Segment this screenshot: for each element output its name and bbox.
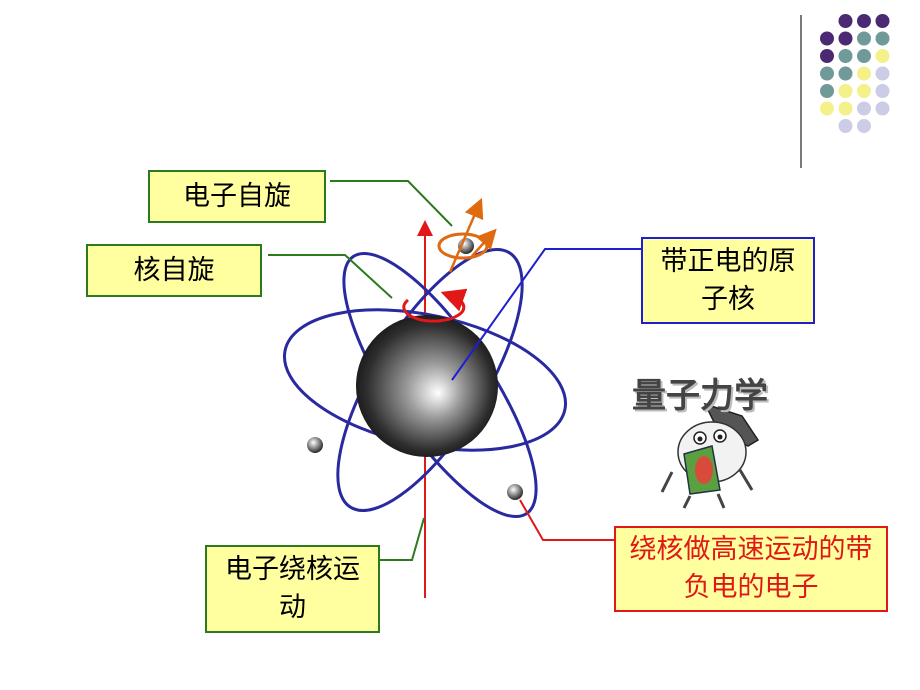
decorative-dot	[875, 31, 890, 46]
decorative-dot	[820, 84, 834, 98]
decorative-dot	[820, 49, 834, 63]
decorative-dot	[857, 31, 871, 46]
decorative-dot	[875, 84, 890, 98]
decorative-dot	[857, 101, 871, 116]
leader-nuclear-spin	[268, 254, 393, 299]
decorative-dot	[820, 66, 834, 81]
decorative-dot	[838, 14, 853, 28]
leader-orbital-motion	[380, 517, 425, 561]
decorative-dot	[838, 49, 853, 63]
nucleus	[356, 315, 498, 457]
label-nuclear-spin: 核自旋	[86, 244, 262, 297]
decorative-dot	[857, 66, 871, 81]
decorative-dot	[875, 14, 890, 28]
label-electron-spin: 电子自旋	[148, 170, 326, 223]
leader-electron	[519, 499, 614, 541]
decorative-dot	[838, 84, 853, 98]
decorative-dot	[857, 119, 871, 133]
leader-electron-spin	[330, 180, 453, 227]
nuclear-spin-icon	[402, 288, 468, 323]
decorative-dot	[820, 31, 834, 46]
decorative-dot	[838, 66, 853, 81]
mascot-image	[660, 402, 760, 509]
electron-bottom-right	[507, 484, 523, 500]
electron-spin-icon	[437, 197, 497, 273]
decorative-dot	[838, 101, 853, 116]
decorative-dot	[838, 119, 853, 133]
decorative-dot	[875, 49, 890, 63]
decorative-dot	[820, 101, 834, 116]
decorative-dot	[857, 84, 871, 98]
decorative-dot	[857, 49, 871, 63]
decorative-dot	[875, 101, 890, 116]
electron-left	[307, 437, 323, 453]
label-negative-electron: 绕核做高速运动的带负电的电子	[614, 526, 888, 612]
decorative-dot	[838, 31, 853, 46]
label-orbital-motion: 电子绕核运动	[205, 545, 380, 633]
decorative-dot	[857, 14, 871, 28]
decorative-dot	[875, 66, 890, 81]
quantum-mechanics-logo: 量子力学	[632, 376, 768, 416]
decorative-dot-grid	[820, 14, 890, 133]
leader-nucleus	[451, 248, 641, 381]
label-positive-nucleus: 带正电的原子核	[641, 237, 815, 324]
